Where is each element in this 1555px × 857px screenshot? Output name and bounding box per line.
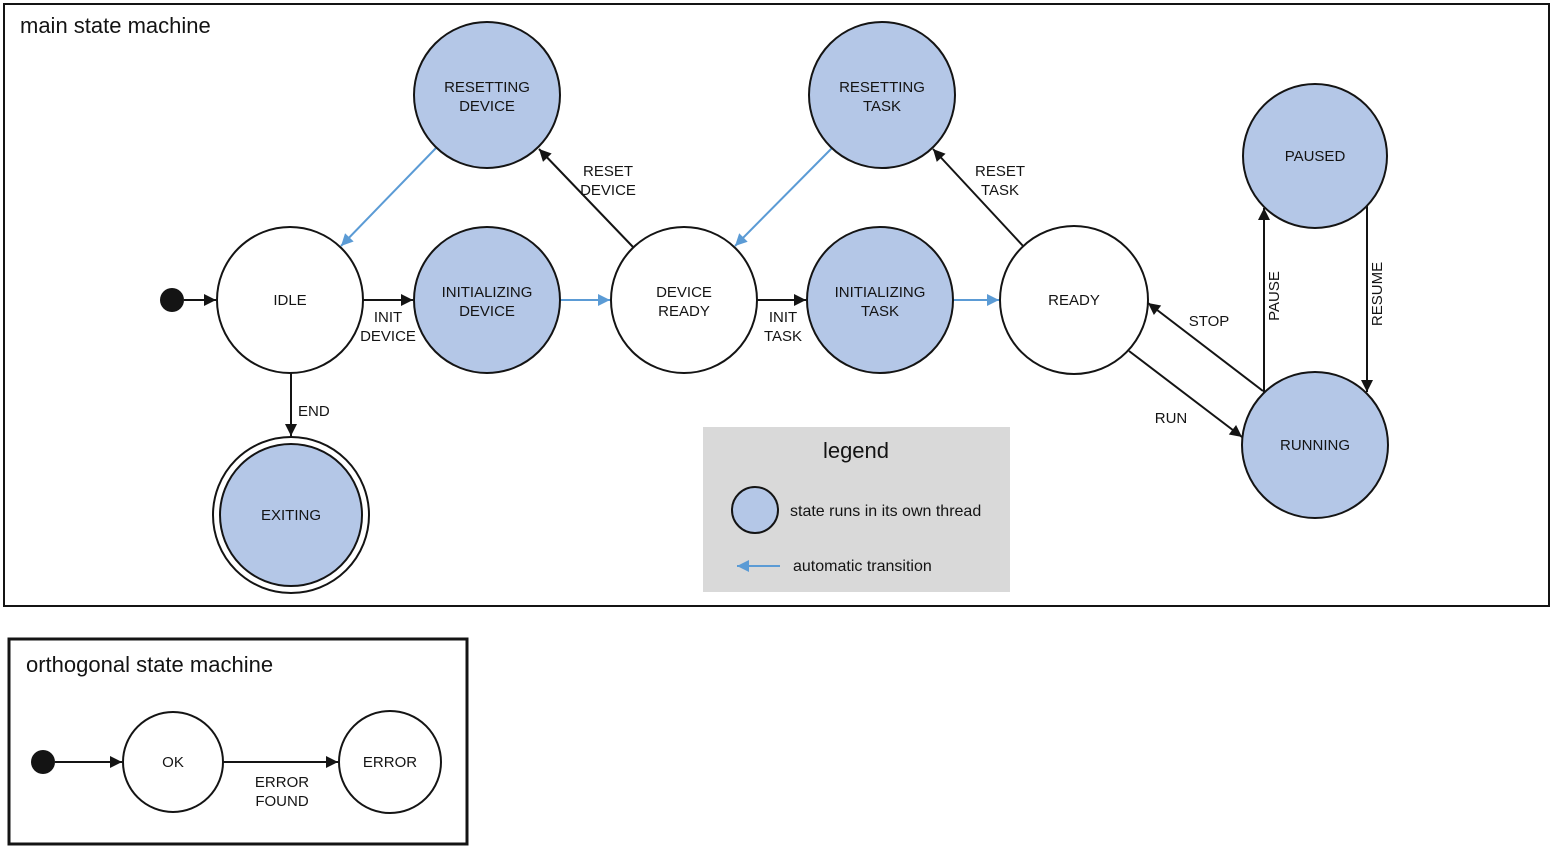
- state-label: RUNNING: [1280, 437, 1350, 454]
- main-transition-labels: INIT DEVICE RESET DEVICE INIT TASK RESET…: [298, 163, 1386, 427]
- state-idle: [216, 226, 364, 374]
- state-exiting: [219, 443, 363, 587]
- state-label: ERROR: [363, 754, 417, 771]
- transition-reset-device: [538, 148, 634, 248]
- legend-thread-state-label: state runs in its own thread: [790, 503, 981, 520]
- state-label: INITIALIZING: [835, 284, 926, 301]
- initial-state-dot: [160, 288, 184, 312]
- transition-label: TASK: [764, 328, 802, 345]
- state-label: DEVICE: [459, 303, 515, 320]
- state-label: READY: [658, 303, 710, 320]
- transition-label: END: [298, 403, 330, 420]
- legend-thread-state-icon: [731, 486, 779, 534]
- orthogonal-title: orthogonal state machine: [26, 652, 273, 677]
- state-error: [338, 710, 442, 814]
- state-label: IDLE: [273, 292, 306, 309]
- state-running: [1241, 371, 1389, 519]
- state-label: INITIALIZING: [442, 284, 533, 301]
- transition-run: [1128, 350, 1243, 438]
- transition-label: INIT: [374, 309, 402, 326]
- transition-label: ERROR: [255, 774, 309, 791]
- state-label: RESETTING: [444, 79, 530, 96]
- transition-label: RESUME: [1369, 262, 1386, 326]
- state-label: RESETTING: [839, 79, 925, 96]
- transition-label: STOP: [1189, 313, 1230, 330]
- state-ok: [122, 711, 224, 813]
- transition-label: RESET: [583, 163, 633, 180]
- orthogonal-state-machine: orthogonal state machine OK ERROR ERROR …: [7, 637, 469, 846]
- transition-label: DEVICE: [360, 328, 416, 345]
- main-transitions: [184, 147, 1373, 438]
- state-ready: [999, 225, 1149, 375]
- orthogonal-frame: [7, 637, 469, 846]
- main-title: main state machine: [20, 13, 211, 38]
- transition-label: TASK: [981, 182, 1019, 199]
- transition-label: FOUND: [255, 793, 308, 810]
- state-label: TASK: [861, 303, 899, 320]
- auto-transition-resetting-task-to-device-ready: [734, 147, 833, 247]
- transition-label: RESET: [975, 163, 1025, 180]
- legend-auto-transition-label: automatic transition: [793, 558, 932, 575]
- state-paused: [1242, 83, 1388, 229]
- main-states: IDLE RESETTING DEVICE INITIALIZING DEVIC…: [160, 21, 1389, 594]
- transition-label: RUN: [1155, 410, 1188, 427]
- transition-reset-task: [932, 148, 1025, 248]
- transition-label: DEVICE: [580, 182, 636, 199]
- state-label: DEVICE: [656, 284, 712, 301]
- legend-title: legend: [823, 438, 889, 463]
- state-label: OK: [162, 754, 184, 771]
- legend: legend state runs in its own thread auto…: [703, 427, 1010, 592]
- transition-label: PAUSE: [1266, 271, 1283, 321]
- auto-transition-resetting-device-to-idle: [340, 147, 437, 247]
- transition-stop: [1147, 302, 1264, 392]
- state-resetting-task: [808, 21, 956, 169]
- state-label: TASK: [863, 98, 901, 115]
- state-device-ready: [610, 226, 758, 374]
- main-frame: [3, 3, 1550, 607]
- state-initializing-device: [413, 226, 561, 374]
- initial-state-dot: [31, 750, 55, 774]
- main-state-machine: main state machine INIT DEVICE RESET DEV…: [3, 3, 1550, 607]
- state-initializing-task: [806, 226, 954, 374]
- transition-label: INIT: [769, 309, 797, 326]
- state-label: READY: [1048, 292, 1100, 309]
- state-label: PAUSED: [1285, 148, 1346, 165]
- state-label: EXITING: [261, 507, 321, 524]
- state-label: DEVICE: [459, 98, 515, 115]
- state-resetting-device: [413, 21, 561, 169]
